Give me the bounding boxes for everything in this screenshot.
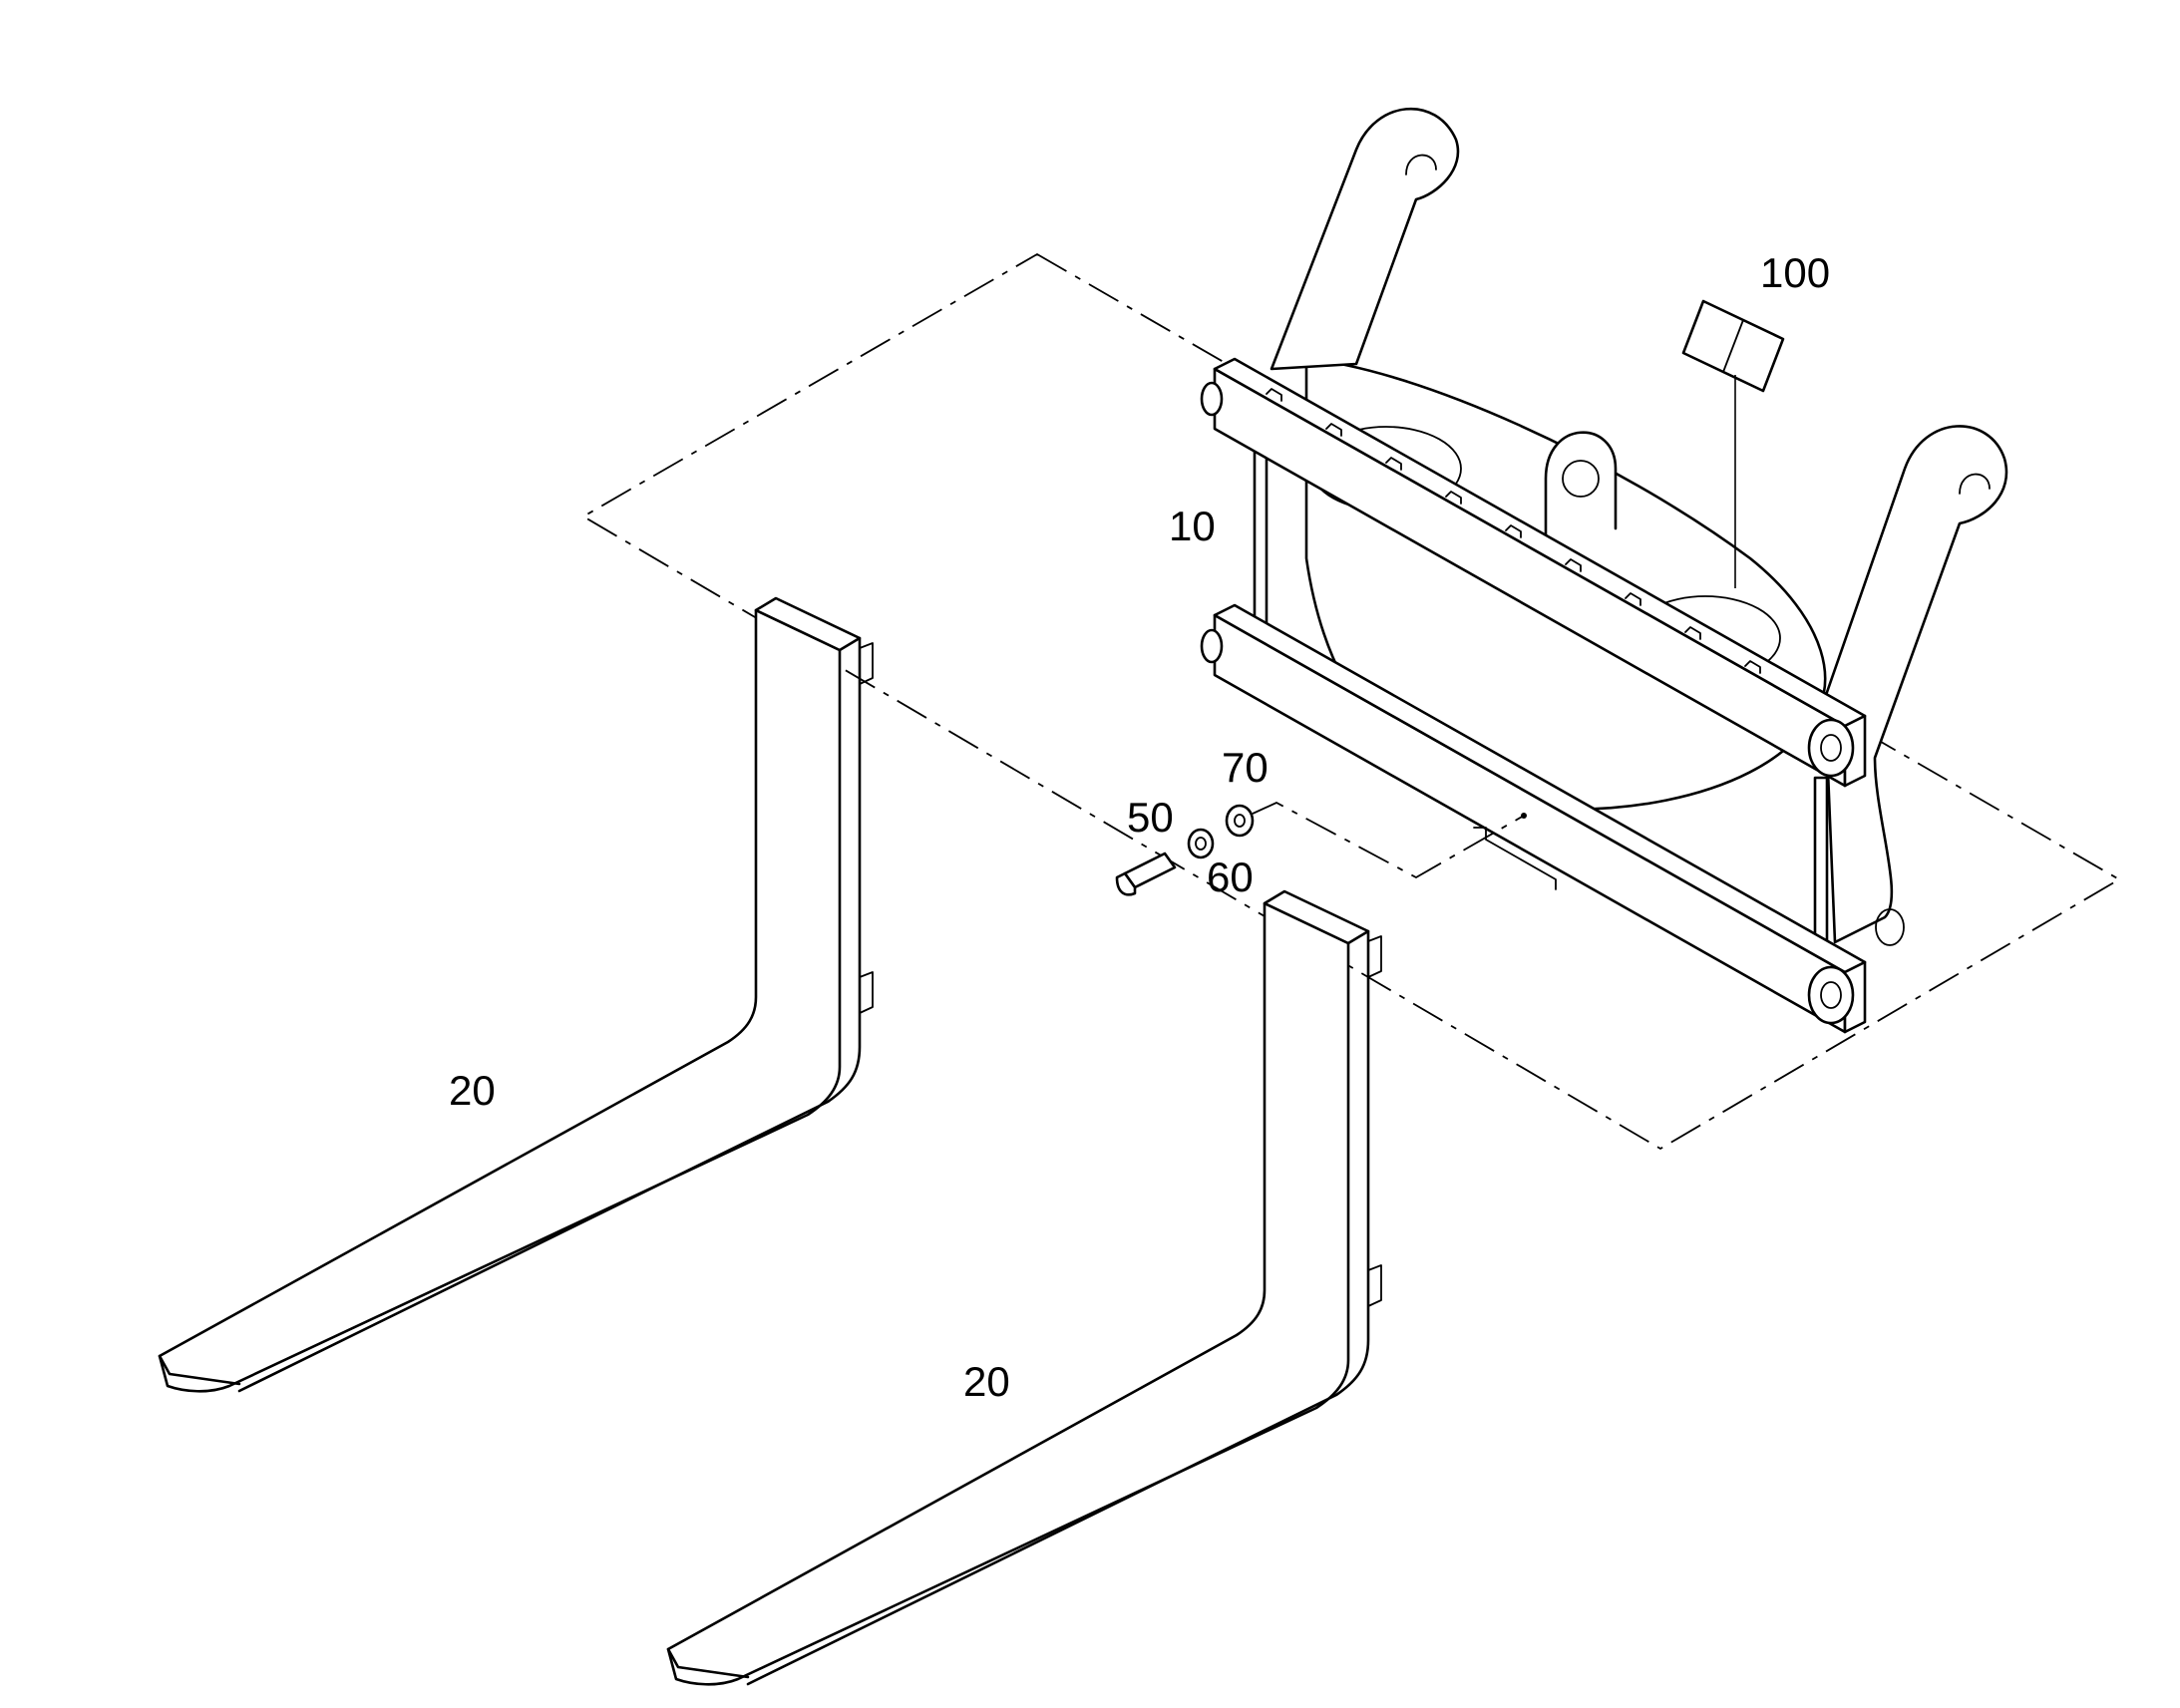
fork-right (666, 889, 1382, 1686)
fork-left-body (158, 608, 842, 1393)
hook-left-eye (1405, 154, 1437, 175)
hook-arm-right (1823, 425, 2008, 944)
hook-right-eye (1959, 473, 1991, 495)
callout-70: 70 (1222, 744, 1269, 791)
fork-left (158, 596, 874, 1393)
hook-right-pin-hole (1875, 908, 1905, 946)
lifting-eye-hole (1562, 460, 1600, 498)
fork-carriage (1200, 107, 2008, 1034)
upper-fork-bar (1200, 357, 1867, 788)
callout-60: 60 (1207, 854, 1254, 900)
lifting-eye (1544, 431, 1618, 540)
hook-arm-left (1270, 107, 1460, 371)
bolt (1115, 852, 1177, 896)
washer (1225, 804, 1255, 838)
callout-100: 100 (1760, 249, 1830, 296)
lock-washer (1187, 828, 1215, 859)
callout-10: 10 (1169, 503, 1216, 549)
lower-fork-bar (1200, 603, 1867, 1034)
label-plate (1681, 299, 1785, 393)
assembly-outline (581, 252, 2121, 1151)
callout-20-right: 20 (963, 1358, 1010, 1405)
callout-20-left: 20 (449, 1067, 496, 1114)
fastener-axis-line (1252, 801, 1525, 879)
fastener-target-point (1521, 813, 1527, 819)
fork-right-body (666, 901, 1350, 1686)
callout-50: 50 (1127, 794, 1174, 841)
